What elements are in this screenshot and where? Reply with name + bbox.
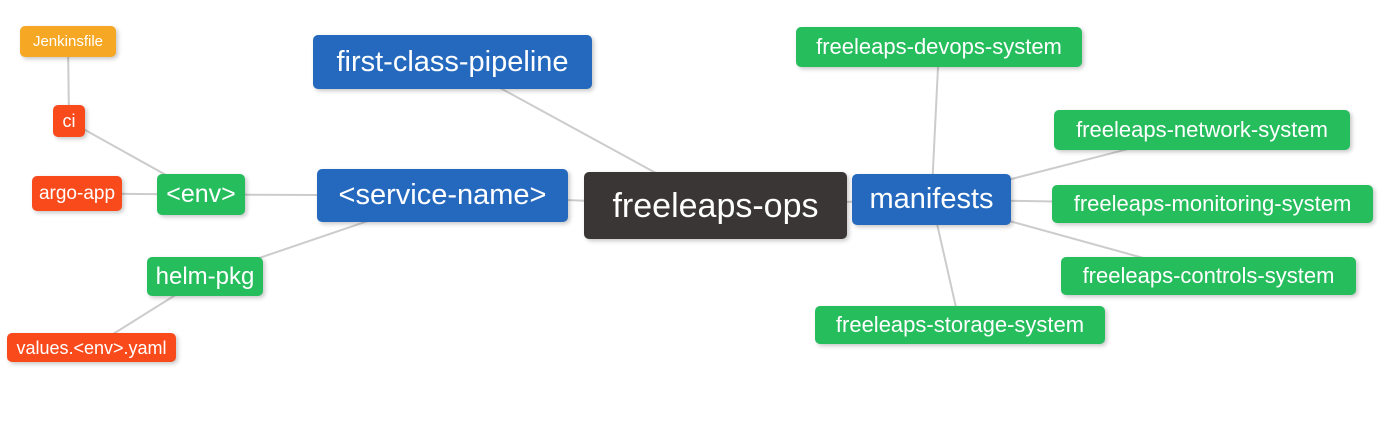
- mindmap-node-first-class-pipeline[interactable]: first-class-pipeline: [313, 35, 592, 89]
- mindmap-node-env[interactable]: <env>: [157, 174, 245, 215]
- mindmap-node-argo-app[interactable]: argo-app: [32, 176, 122, 211]
- mindmap-node-manifests[interactable]: manifests: [852, 174, 1011, 225]
- mindmap-node-freeleaps-ops[interactable]: freeleaps-ops: [584, 172, 847, 239]
- mindmap-node-jenkinsfile[interactable]: Jenkinsfile: [20, 26, 116, 57]
- mindmap-node-service-name[interactable]: <service-name>: [317, 169, 568, 222]
- mindmap-node-values-env-yaml[interactable]: values.<env>.yaml: [7, 333, 176, 362]
- mindmap-node-ci[interactable]: ci: [53, 105, 85, 137]
- mindmap-node-helm-pkg[interactable]: helm-pkg: [147, 257, 263, 296]
- mindmap-node-monitoring-system[interactable]: freeleaps-monitoring-system: [1052, 185, 1373, 223]
- mindmap-node-controls-system[interactable]: freeleaps-controls-system: [1061, 257, 1356, 295]
- mindmap-node-storage-system[interactable]: freeleaps-storage-system: [815, 306, 1105, 344]
- mindmap-node-devops-system[interactable]: freeleaps-devops-system: [796, 27, 1082, 67]
- mindmap-node-network-system[interactable]: freeleaps-network-system: [1054, 110, 1350, 150]
